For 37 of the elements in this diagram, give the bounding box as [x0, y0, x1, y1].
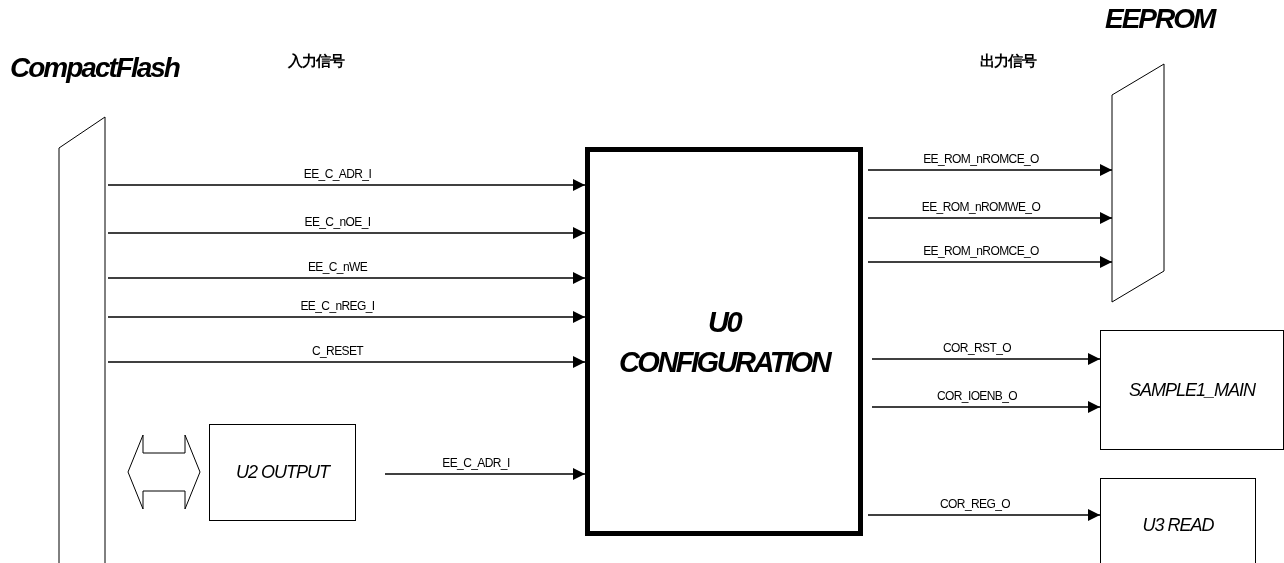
signal-label: EE_ROM_nROMCE_O — [921, 152, 1041, 166]
module-name: U3 READ — [1142, 515, 1214, 536]
module-block — [585, 147, 863, 536]
signal-label: EE_C_nWE — [305, 260, 370, 274]
signal-label: COR_REG_O — [938, 497, 1012, 511]
signal-arrow — [867, 509, 1101, 521]
signal-arrow — [107, 311, 586, 323]
section-heading: 出力信号 — [980, 52, 1036, 71]
module-box — [1100, 478, 1256, 563]
device-heading: EEPROM — [1105, 3, 1215, 35]
signal-label: EE_C_ADR_I — [301, 167, 374, 181]
signal-arrow — [871, 401, 1101, 413]
signal-arrow — [384, 468, 586, 480]
module-box — [209, 424, 356, 521]
signal-label: EE_ROM_nROMWE_O — [919, 200, 1043, 214]
bidirectional-arrow — [127, 434, 201, 510]
signal-arrow — [867, 212, 1113, 224]
module-name: SAMPLE1_MAIN — [1128, 379, 1256, 401]
signal-arrow — [867, 256, 1113, 268]
section-heading: 入力信号 — [288, 52, 344, 71]
signal-arrow — [107, 272, 586, 284]
module-name: U0 CONFIGURATION — [617, 304, 832, 380]
device-heading: CompactFlash — [10, 52, 179, 84]
signal-label: EE_C_nREG_I — [298, 299, 377, 313]
signal-label: EE_ROM_nROMCE_O — [921, 244, 1041, 258]
signal-label: C_RESET — [309, 344, 366, 358]
signal-arrow — [107, 227, 586, 239]
signal-label: EE_C_ADR_I — [440, 456, 512, 470]
signal-arrow — [107, 356, 586, 368]
signal-label: COR_IOENB_O — [934, 389, 1020, 403]
signal-label: COR_RST_O — [941, 341, 1013, 355]
module-box — [1100, 330, 1284, 450]
signal-label: EE_C_nOE_I — [302, 215, 373, 229]
signal-arrow — [107, 179, 586, 191]
module-name: U2 OUTPUT — [236, 462, 329, 483]
signal-arrow — [871, 353, 1101, 365]
signal-arrow — [867, 164, 1113, 176]
